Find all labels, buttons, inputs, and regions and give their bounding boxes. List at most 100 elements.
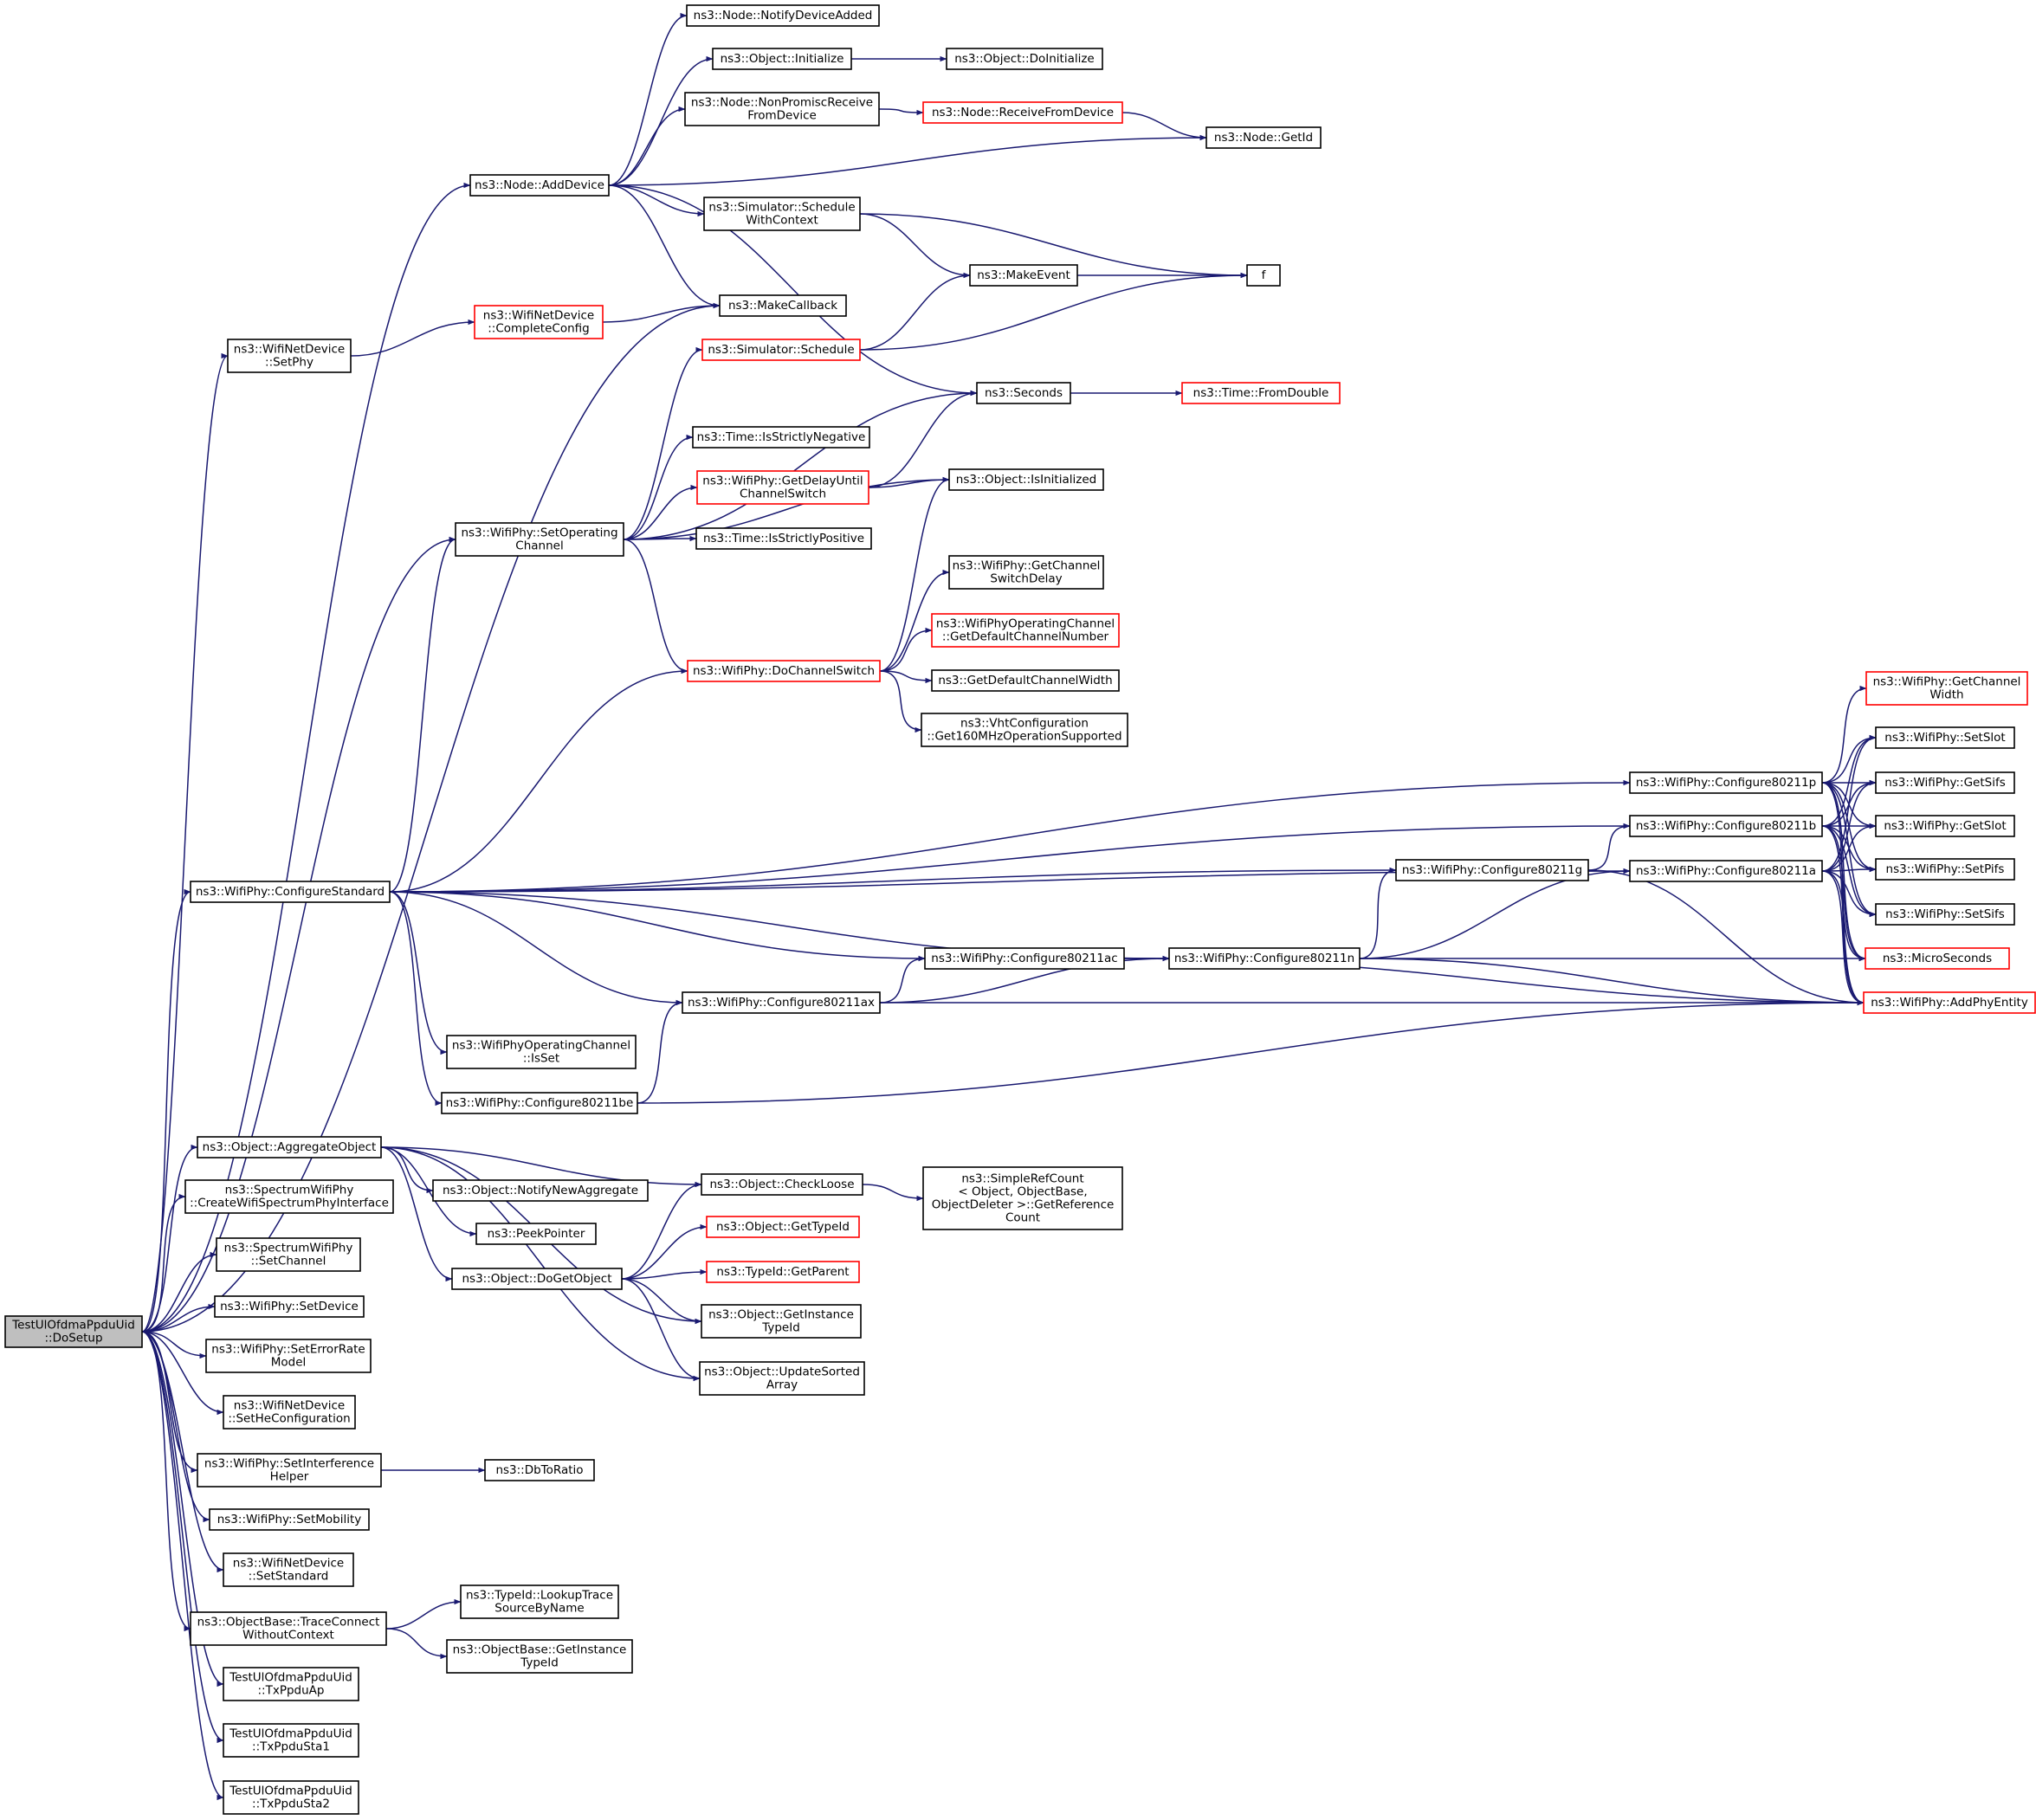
node-n_vht160[interactable]: ns3::VhtConfiguration::Get160MHzOperatio… xyxy=(921,713,1128,747)
node-n_cfgA[interactable]: ns3::WifiPhy::Configure80211a xyxy=(1629,860,1823,882)
node-n_simSchedule[interactable]: ns3::Simulator::Schedule xyxy=(701,339,861,361)
node-n_txSta2[interactable]: TestUlOfdmaPpduUid::TxPpduSta2 xyxy=(223,1780,359,1815)
node-n_isInit[interactable]: ns3::Object::IsInitialized xyxy=(948,468,1104,491)
node-n_opChIsSet[interactable]: ns3::WifiPhyOperatingChannel::IsSet xyxy=(446,1035,637,1069)
node-label-line: ns3::Object::GetTypeId xyxy=(716,1220,850,1234)
node-label-line: ns3::MakeCallback xyxy=(728,299,837,313)
node-label-line: TestUlOfdmaPpduUid xyxy=(229,1671,352,1685)
node-n_fromDouble[interactable]: ns3::Time::FromDouble xyxy=(1181,382,1341,404)
node-label-line: ns3::Object::AggregateObject xyxy=(203,1140,377,1154)
call-edge-n_wndSetPhy-to-n_wndComplete xyxy=(350,319,475,357)
node-label-line: ns3::Object::NotifyNewAggregate xyxy=(443,1184,638,1197)
node-label-line: ::GetDefaultChannelNumber xyxy=(942,630,1109,644)
node-n_cfgStd[interactable]: ns3::WifiPhy::ConfigureStandard xyxy=(190,881,391,903)
node-n_cfgP[interactable]: ns3::WifiPhy::Configure80211p xyxy=(1629,771,1823,794)
call-edge-root-to-n_setStandard xyxy=(141,1331,224,1573)
node-n_addDevice[interactable]: ns3::Node::AddDevice xyxy=(469,174,610,197)
node-n_refCount[interactable]: ns3::SimpleRefCount< Object, ObjectBase,… xyxy=(922,1166,1123,1230)
call-edge-n_cfgN-to-n_cfgA xyxy=(1359,868,1631,959)
node-n_getId[interactable]: ns3::Node::GetId xyxy=(1205,126,1322,149)
node-n_wndComplete[interactable]: ns3::WifiNetDevice::CompleteConfig xyxy=(474,305,604,339)
node-n_createIface[interactable]: ns3::SpectrumWifiPhy::CreateWifiSpectrum… xyxy=(184,1179,394,1214)
node-n_doChSwitch[interactable]: ns3::WifiPhy::DoChannelSwitch xyxy=(687,660,881,682)
node-n_setMobility[interactable]: ns3::WifiPhy::SetMobility xyxy=(209,1508,370,1531)
node-n_cfgN[interactable]: ns3::WifiPhy::Configure80211n xyxy=(1168,947,1361,970)
node-n_cfgAc[interactable]: ns3::WifiPhy::Configure80211ac xyxy=(924,947,1125,970)
node-box xyxy=(1205,126,1322,149)
node-n_cfgB[interactable]: ns3::WifiPhy::Configure80211b xyxy=(1629,815,1823,837)
node-n_objInit[interactable]: ns3::Object::Initialize xyxy=(712,48,852,70)
node-n_cfgBe[interactable]: ns3::WifiPhy::Configure80211be xyxy=(441,1092,638,1114)
call-edge-n_doChSwitch-to-n_getChSwDelay xyxy=(879,569,950,672)
call-edge-n_cfgP-to-n_addPhyEnt xyxy=(1821,782,1865,1006)
node-box xyxy=(719,294,847,317)
node-root[interactable]: TestUlOfdmaPpduUid::DoSetup xyxy=(4,1315,143,1348)
node-n_txSta1[interactable]: TestUlOfdmaPpduUid::TxPpduSta1 xyxy=(223,1723,359,1758)
node-n_cfgG[interactable]: ns3::WifiPhy::Configure80211g xyxy=(1395,859,1589,881)
node-n_makeEvent[interactable]: ns3::MakeEvent xyxy=(969,264,1078,287)
node-n_f[interactable]: f xyxy=(1246,264,1281,287)
call-edge-n_doGetObj-to-n_updSorted xyxy=(621,1278,701,1382)
node-n_strictNeg[interactable]: ns3::Time::IsStrictlyNegative xyxy=(692,426,870,449)
node-n_getTypeId[interactable]: ns3::Object::GetTypeId xyxy=(706,1216,860,1238)
node-n_getParent[interactable]: ns3::TypeId::GetParent xyxy=(706,1261,860,1283)
node-n_peekPtr[interactable]: ns3::PeekPointer xyxy=(475,1223,597,1245)
node-box xyxy=(695,527,872,550)
node-n_doGetObj[interactable]: ns3::Object::DoGetObject xyxy=(451,1268,623,1290)
node-n_cfgAx[interactable]: ns3::WifiPhy::Configure80211ax xyxy=(682,991,881,1014)
node-box xyxy=(184,1179,394,1214)
node-box xyxy=(1863,991,2036,1014)
node-label-line: ::TxPpduSta1 xyxy=(252,1740,330,1754)
node-n_checkLoose[interactable]: ns3::Object::CheckLoose xyxy=(701,1173,863,1196)
node-n_setStandard[interactable]: ns3::WifiNetDevice::SetStandard xyxy=(223,1552,354,1587)
node-box xyxy=(701,1173,863,1196)
node-n_defChWidth[interactable]: ns3::GetDefaultChannelWidth xyxy=(931,669,1120,692)
node-n_defChNum[interactable]: ns3::WifiPhyOperatingChannel::GetDefault… xyxy=(931,613,1120,648)
node-label-line: ns3::Seconds xyxy=(985,386,1063,400)
node-n_aggObj[interactable]: ns3::Object::AggregateObject xyxy=(197,1136,382,1158)
node-n_notifyAdded[interactable]: ns3::Node::NotifyDeviceAdded xyxy=(686,4,880,27)
node-n_wndSetPhy[interactable]: ns3::WifiNetDevice::SetPhy xyxy=(227,339,352,373)
node-label-line: ns3::WifiPhy::SetPifs xyxy=(1886,862,2005,876)
node-n_setSlot[interactable]: ns3::WifiPhy::SetSlot xyxy=(1875,726,2015,749)
node-n_getSifs[interactable]: ns3::WifiPhy::GetSifs xyxy=(1875,771,2015,794)
node-n_setHeCfg[interactable]: ns3::WifiNetDevice::SetHeConfiguration xyxy=(223,1395,356,1430)
node-label-line: ns3::Node::ReceiveFromDevice xyxy=(932,106,1114,119)
node-n_recvFromDev[interactable]: ns3::Node::ReceiveFromDevice xyxy=(922,101,1123,124)
node-n_strictPos[interactable]: ns3::Time::IsStrictlyPositive xyxy=(695,527,872,550)
node-n_setDevice[interactable]: ns3::WifiPhy::SetDevice xyxy=(214,1295,365,1318)
node-n_traceConnect[interactable]: ns3::ObjectBase::TraceConnectWithoutCont… xyxy=(190,1611,387,1646)
node-n_dbToRatio[interactable]: ns3::DbToRatio xyxy=(484,1459,595,1481)
node-n_seconds[interactable]: ns3::Seconds xyxy=(976,382,1071,404)
node-label-line: ns3::WifiPhy::Configure80211ac xyxy=(931,952,1117,965)
node-label-line: ::Get160MHzOperationSupported xyxy=(927,730,1121,744)
node-n_objDoInit[interactable]: ns3::Object::DoInitialize xyxy=(946,48,1103,70)
node-box xyxy=(931,669,1120,692)
node-label-line: ns3::MakeEvent xyxy=(977,268,1070,282)
node-n_microSec[interactable]: ns3::MicroSeconds xyxy=(1865,947,2010,970)
node-n_makeCallback[interactable]: ns3::MakeCallback xyxy=(719,294,847,317)
node-n_setSifs[interactable]: ns3::WifiPhy::SetSifs xyxy=(1875,903,2015,926)
node-n_addPhyEnt[interactable]: ns3::WifiPhy::AddPhyEntity xyxy=(1863,991,2036,1014)
node-n_specSetChan[interactable]: ns3::SpectrumWifiPhy::SetChannel xyxy=(216,1237,361,1272)
node-label-line: Array xyxy=(766,1378,798,1392)
node-n_notifyNewAgg[interactable]: ns3::Object::NotifyNewAggregate xyxy=(432,1179,649,1202)
node-n_setPifs[interactable]: ns3::WifiPhy::SetPifs xyxy=(1875,858,2015,881)
node-label-line: ns3::WifiPhy::DoChannelSwitch xyxy=(693,664,875,678)
node-n_txAp[interactable]: TestUlOfdmaPpduUid::TxPpduAp xyxy=(223,1667,359,1701)
node-box xyxy=(1875,858,2015,881)
node-n_getSlot[interactable]: ns3::WifiPhy::GetSlot xyxy=(1875,815,2015,837)
call-edge-root-to-n_addDevice xyxy=(141,182,471,1333)
